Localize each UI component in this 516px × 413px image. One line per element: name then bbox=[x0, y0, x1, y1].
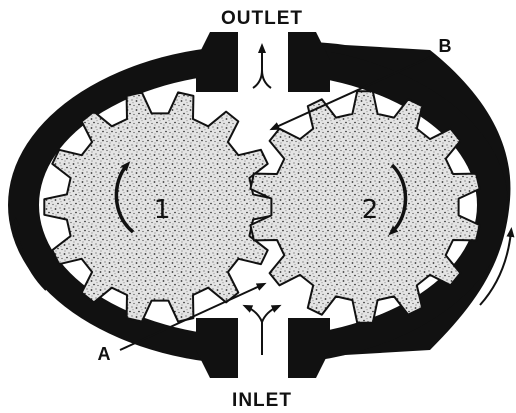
outlet-flange-left bbox=[196, 32, 238, 92]
inlet-flange-right bbox=[288, 318, 330, 378]
gear-2-label: 2 bbox=[362, 195, 379, 225]
inlet-flange-left bbox=[196, 318, 238, 378]
outlet-flange-right bbox=[288, 32, 330, 92]
outlet-channel bbox=[238, 30, 288, 140]
point-b-label: B bbox=[439, 36, 452, 56]
outlet-label: OUTLET bbox=[221, 8, 303, 29]
point-a-label: A bbox=[98, 344, 111, 364]
inlet-label: INLET bbox=[232, 390, 292, 411]
gear-1-label: 1 bbox=[154, 195, 171, 225]
